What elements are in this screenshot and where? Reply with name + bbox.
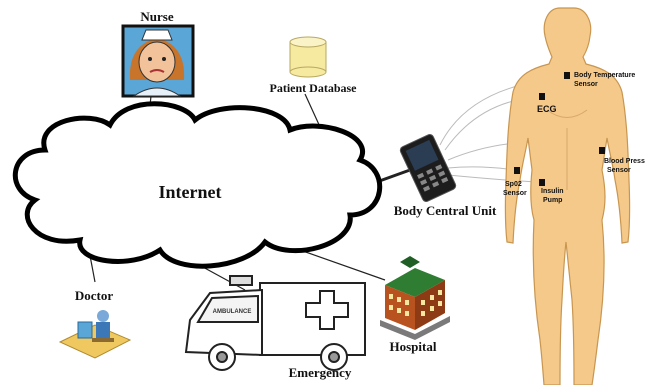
body-temp-label-1: Body Temperature (574, 72, 635, 79)
spo2-label-2: Sensor (503, 190, 527, 197)
internet-label: Internet (159, 182, 222, 202)
body-silhouette (504, 7, 631, 385)
body-temp-label-2: Sensor (574, 81, 598, 88)
sensor-dot-blood-press (599, 147, 605, 154)
nurse-label: Nurse (140, 9, 173, 24)
chest-line (546, 109, 588, 118)
link-internet-hospital (299, 249, 386, 281)
insulin-label-2: Pump (543, 197, 562, 204)
body-central-unit-label: Body Central Unit (394, 203, 497, 218)
windshield-text: AMBULANCE (213, 309, 252, 315)
insulin-label-1: Insulin (541, 188, 564, 195)
sensor-dot-insulin (539, 179, 545, 186)
patient-database-label: Patient Database (270, 81, 358, 95)
nurse-node: Nurse (121, 9, 195, 98)
sensor-dot-spo2 (514, 167, 520, 174)
patient-database-node: Patient Database (270, 36, 358, 95)
cloud-shape (12, 101, 383, 269)
database-icon (289, 36, 327, 78)
hospital-icon (380, 256, 450, 340)
human-body (504, 7, 631, 385)
hospital-node: Hospital (380, 256, 450, 354)
internet-cloud: Internet (12, 101, 383, 269)
sensor-link-insulin (447, 174, 538, 183)
sensor-dot-temp (564, 72, 570, 79)
hospital-label: Hospital (390, 339, 437, 354)
emergency-label: Emergency (289, 365, 352, 380)
doctor-icon (58, 310, 132, 359)
sensor-dot-ecg (539, 93, 545, 100)
ambulance-node: AMBULANCE Emergency (184, 275, 366, 380)
sensor-link-spo2 (447, 166, 516, 171)
nurse-icon (121, 24, 195, 98)
blood-press-label-1: Blood Press (604, 158, 645, 165)
sensors: Body Temperature Sensor ECG Blood Press … (503, 72, 645, 204)
doctor-node: Doctor (58, 288, 132, 359)
phone-icon (399, 134, 457, 202)
doctor-label: Doctor (75, 288, 113, 303)
spo2-label-1: Sp02 (505, 181, 522, 188)
ambulance-icon: AMBULANCE (184, 275, 366, 371)
ecg-label: ECG (537, 104, 557, 114)
red-cross-icon (305, 290, 349, 330)
body-central-unit-node: Body Central Unit (394, 134, 497, 218)
blood-press-label-2: Sensor (607, 167, 631, 174)
